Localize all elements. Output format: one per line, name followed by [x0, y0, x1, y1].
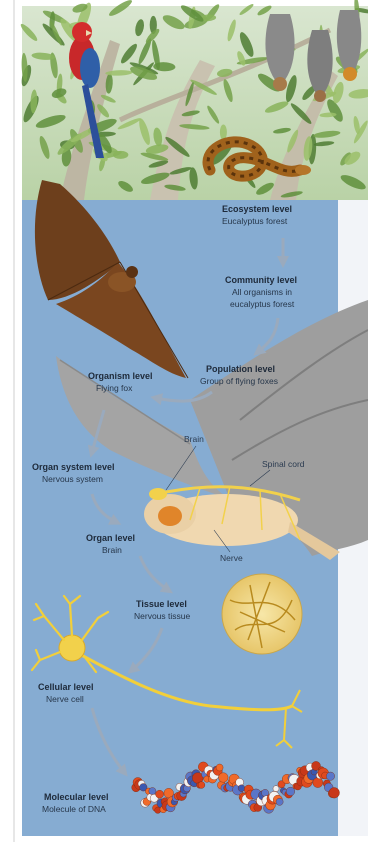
level-title: Organism level: [88, 371, 153, 381]
level-subtitle: Group of flying foxes: [200, 376, 278, 386]
level-subtitle: Brain: [102, 545, 122, 555]
level-subtitle: All organisms in: [232, 287, 292, 297]
level-title: Community level: [225, 275, 297, 285]
level-subtitle: Nervous tissue: [134, 611, 190, 621]
level-title: Organ level: [86, 533, 135, 543]
spinal-cord-label: Spinal cord: [262, 459, 305, 469]
forest-scene: [19, 0, 368, 200]
level-subtitle: Nervous system: [42, 474, 103, 484]
level-subtitle: Eucalyptus forest: [222, 216, 288, 226]
level-community: Community level All organisms in eucalyp…: [225, 275, 297, 309]
level-title: Tissue level: [136, 599, 187, 609]
brain-label: Brain: [184, 434, 204, 444]
level-title: Cellular level: [38, 682, 94, 692]
level-subtitle: Molecule of DNA: [42, 804, 106, 814]
level-title: Population level: [206, 364, 275, 374]
level-title: Molecular level: [44, 792, 109, 802]
nervous-tissue-icon: [222, 574, 302, 654]
level-title: Ecosystem level: [222, 204, 292, 214]
level-subtitle: Nerve cell: [46, 694, 84, 704]
level-subtitle: eucalyptus forest: [230, 299, 295, 309]
level-subtitle: Flying fox: [96, 383, 133, 393]
level-title: Organ system level: [32, 462, 115, 472]
nerve-label: Nerve: [220, 553, 243, 563]
